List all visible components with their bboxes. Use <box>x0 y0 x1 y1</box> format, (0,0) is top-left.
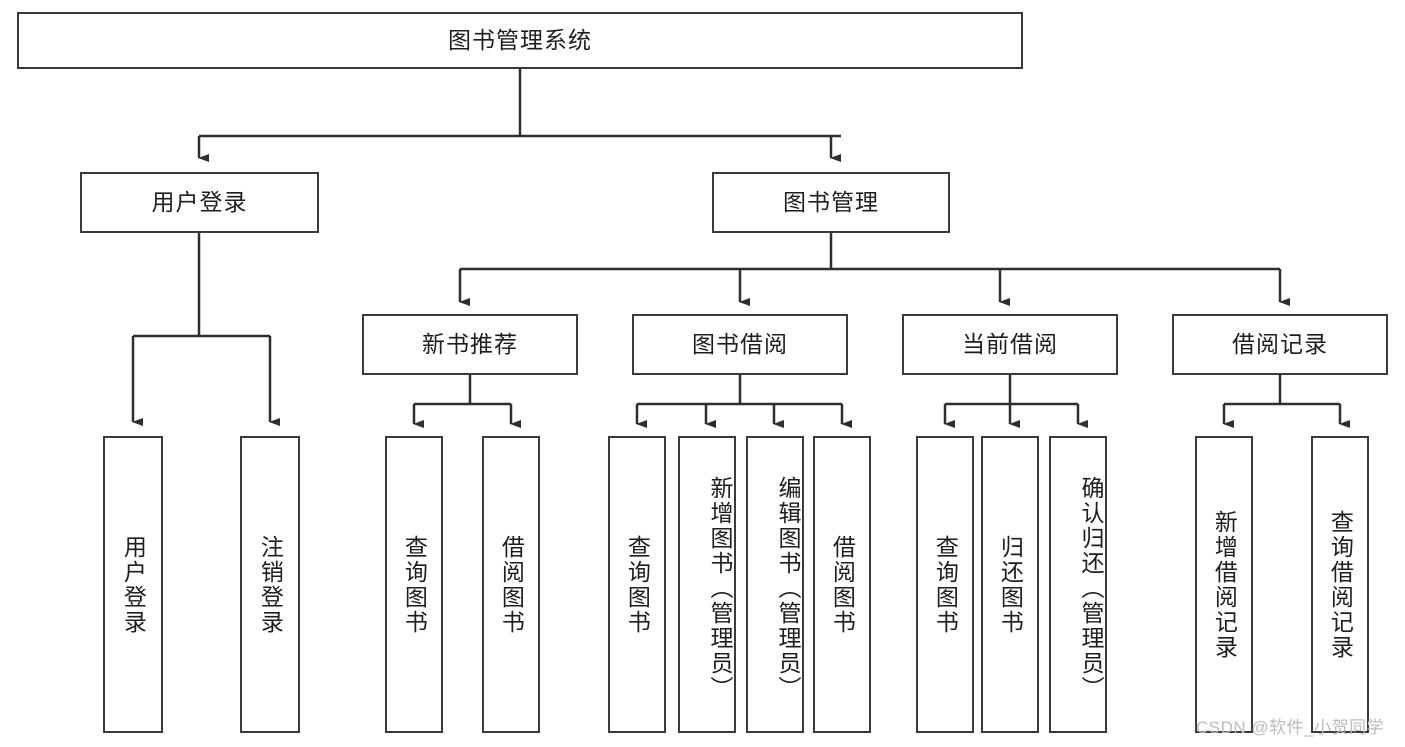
leaf-borrow-book-recommend[interactable]: 借阅图书 <box>482 436 540 733</box>
leaf-query-borrow-record[interactable]: 查询借阅记录 <box>1311 436 1369 733</box>
node-book-borrow[interactable]: 图书借阅 <box>632 314 848 375</box>
leaf-add-book-admin[interactable]: 新增图书（管理员） <box>678 436 736 733</box>
node-borrow-record[interactable]: 借阅记录 <box>1172 314 1388 375</box>
leaf-query-book-current[interactable]: 查询图书 <box>916 436 974 733</box>
leaf-query-book-borrow[interactable]: 查询图书 <box>608 436 666 733</box>
leaf-add-borrow-record[interactable]: 新增借阅记录 <box>1195 436 1253 733</box>
leaf-query-book-recommend[interactable]: 查询图书 <box>385 436 443 733</box>
node-current-borrow[interactable]: 当前借阅 <box>902 314 1118 375</box>
node-book-management[interactable]: 图书管理 <box>712 172 950 233</box>
leaf-logout[interactable]: 注销登录 <box>240 436 300 733</box>
node-user-login[interactable]: 用户登录 <box>80 172 319 233</box>
node-root-system[interactable]: 图书管理系统 <box>17 12 1023 69</box>
leaf-user-login[interactable]: 用户登录 <box>103 436 163 733</box>
leaf-borrow-book[interactable]: 借阅图书 <box>813 436 871 733</box>
leaf-confirm-return-admin[interactable]: 确认归还（管理员） <box>1049 436 1107 733</box>
leaf-edit-book-admin[interactable]: 编辑图书（管理员） <box>746 436 804 733</box>
node-new-book-recommend[interactable]: 新书推荐 <box>362 314 578 375</box>
leaf-return-book[interactable]: 归还图书 <box>981 436 1039 733</box>
csdn-watermark: CSDN @软件_小贺同学 <box>1196 718 1385 737</box>
